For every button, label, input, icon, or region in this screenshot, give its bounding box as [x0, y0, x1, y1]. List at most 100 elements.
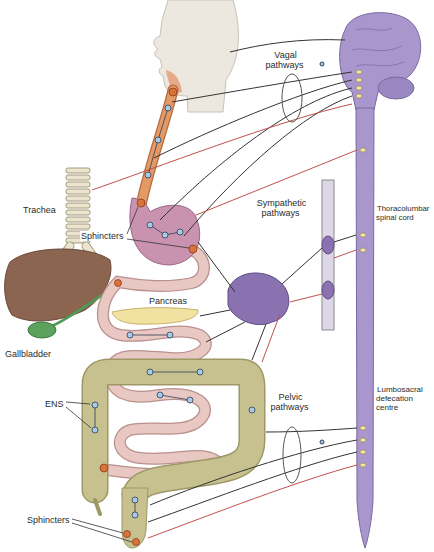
- brain-spinal-cord-part: [360, 426, 366, 430]
- nerve-pathways-part: [252, 324, 266, 360]
- label-text: Sympathetic pathways: [256, 198, 307, 218]
- sphincter-dots-part: [100, 464, 108, 472]
- enteric-neurons-part: [132, 497, 138, 503]
- brain-spinal-cord-part: [340, 13, 421, 110]
- nerve-pathways-part: [282, 74, 302, 122]
- nerve-pathways-part: [198, 242, 235, 292]
- organ-label: Pelvic pathways: [268, 392, 312, 413]
- sphincter-dots-part: [124, 531, 131, 538]
- nerve-pathways-part: [184, 96, 352, 236]
- enteric-neurons-part: [162, 232, 168, 238]
- nerve-pathways-part: [283, 427, 301, 483]
- organ-label: Vagal pathways: [262, 50, 308, 71]
- trachea-symbol-part: [66, 196, 90, 201]
- organ-label: Sphincters: [26, 515, 72, 525]
- trachea-symbol-part: [66, 175, 90, 180]
- enteric-neurons-part: [165, 105, 171, 111]
- enteric-neurons-part: [147, 369, 153, 375]
- esophagus-stomach-part: [141, 90, 173, 205]
- nerve-pathways-part: [150, 440, 357, 505]
- enteric-neurons-part: [147, 222, 153, 228]
- leader-lines: [66, 207, 189, 542]
- colon-shape-part: [95, 500, 100, 514]
- brain-spinal-cord-part: [356, 78, 362, 82]
- enteric-neurons-part: [249, 407, 255, 413]
- leader-lines-part: [66, 407, 91, 428]
- label-text: Thoracolumbar spinal cord: [376, 204, 429, 222]
- enteric-neurons-part: [157, 392, 163, 398]
- enteric-neurons-part: [177, 229, 183, 235]
- nerve-pathways-part: [148, 465, 357, 538]
- nerve-pathways-part: [290, 294, 322, 302]
- enteric-neurons: [92, 105, 255, 518]
- esophagus-stomach-part: [130, 198, 200, 265]
- label-text: ENS: [44, 399, 65, 409]
- brain-spinal-cord-part: [352, 28, 404, 66]
- trachea-symbol-part: [66, 210, 90, 215]
- pancreas-shape-part: [112, 308, 198, 325]
- sphincter-dots-part: [169, 88, 177, 96]
- colon-shape-part: [95, 372, 252, 495]
- sympathetic-chain-part: [322, 236, 334, 254]
- liver-gallbladder-part: [28, 322, 56, 338]
- brain-spinal-cord-part: [356, 108, 374, 548]
- enteric-neurons-part: [167, 332, 173, 338]
- leader-lines-part: [127, 239, 189, 248]
- label-text: Sphincters: [80, 231, 125, 241]
- liver-gallbladder-part: [5, 249, 111, 321]
- trachea-symbol-part: [66, 168, 90, 173]
- enteric-neurons-part: [155, 137, 161, 143]
- sphincter-dots-part: [133, 539, 140, 546]
- brain-spinal-cord-part: [360, 148, 366, 152]
- label-text: Pelvic pathways: [270, 392, 309, 412]
- organ-label: ENS: [44, 399, 66, 409]
- colon-shape-part: [122, 488, 148, 548]
- enteric-neurons-part: [132, 512, 138, 518]
- brain-spinal-cord-part: [360, 438, 366, 442]
- nerve-pathways-part: [320, 440, 324, 444]
- nerve-pathways-part: [262, 314, 280, 362]
- nerve-pathways-part: [154, 80, 352, 158]
- brain-spinal-cord-part: [360, 248, 366, 252]
- leader-lines-part: [66, 402, 90, 404]
- label-text: Gallbladder: [4, 349, 52, 359]
- brain-spinal-cord-part: [356, 94, 362, 98]
- esophagus-stomach-part: [141, 90, 173, 205]
- nerve-pathways-part: [320, 62, 324, 66]
- label-text: Lumbosacral defecation centre: [376, 385, 423, 412]
- colon-shape-part: [95, 372, 252, 495]
- nerve-pathways-part: [282, 248, 322, 284]
- brain-spinal-cord-part: [356, 86, 362, 90]
- esophagus-stomach: [130, 90, 200, 265]
- nerve-pathways-part: [206, 322, 245, 342]
- nerve-pathways-part: [148, 452, 357, 522]
- brain-spinal-cord-part: [360, 233, 366, 237]
- sympathetic-chain: [322, 180, 334, 330]
- organ-label: Thoracolumbar spinal cord: [376, 205, 430, 223]
- enteric-neurons-part: [95, 108, 200, 515]
- brain-spinal-cord: [340, 13, 421, 548]
- sphincter-dots: [100, 88, 197, 546]
- prevertebral-ganglion: [228, 273, 289, 325]
- brain-spinal-cord-part: [360, 450, 366, 454]
- organ-label: Sphincters: [80, 231, 126, 241]
- nerve-pathways-part: [266, 428, 357, 432]
- trachea-symbol-part: [66, 217, 90, 222]
- organ-label: Pancreas: [148, 296, 192, 306]
- trachea-symbol-part: [66, 189, 90, 194]
- trachea-symbol-part: [66, 203, 90, 208]
- brain-spinal-cord-part: [378, 77, 414, 99]
- leader-lines-part: [127, 207, 138, 234]
- pancreas-shape: [112, 308, 198, 325]
- enteric-neurons-part: [145, 172, 151, 178]
- leader-lines-part: [72, 523, 132, 542]
- sympathetic-chain-part: [322, 281, 334, 299]
- label-text: Sphincters: [26, 515, 71, 525]
- organ-label: Trachea: [22, 205, 64, 215]
- sphincter-dots-part: [137, 199, 145, 207]
- colon-shape: [95, 372, 252, 548]
- sphincter-dots-part: [115, 280, 122, 287]
- prevertebral-ganglion-part: [228, 273, 289, 325]
- brain-spinal-cord-part: [360, 463, 366, 467]
